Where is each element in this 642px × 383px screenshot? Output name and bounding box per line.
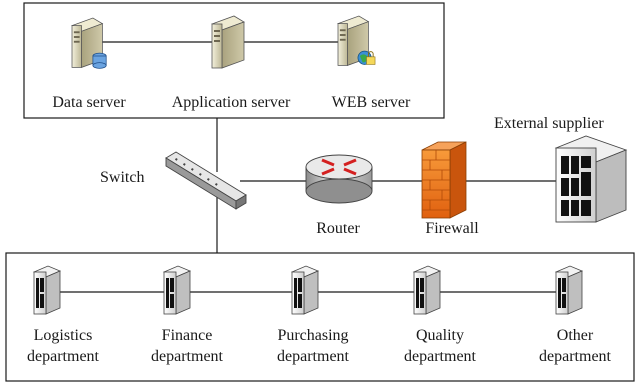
department-pc-icon[interactable] <box>33 265 61 315</box>
department-group-frame <box>5 252 635 382</box>
application-server-label: Application server <box>171 94 291 111</box>
web-server-label: WEB server <box>331 94 411 111</box>
application-server-icon[interactable] <box>211 15 245 69</box>
data-server-label: Data server <box>52 94 126 111</box>
connection-lines <box>60 41 560 293</box>
switch-icon[interactable] <box>165 151 247 210</box>
server-group-frame <box>23 2 445 119</box>
department-pc-icon[interactable] <box>413 265 441 315</box>
router-label: Router <box>316 220 360 237</box>
data-server-icon[interactable] <box>71 17 107 69</box>
external-supplier-server-icon[interactable] <box>554 135 628 223</box>
firewall-label: Firewall <box>425 220 479 237</box>
switch-label: Switch <box>100 169 145 186</box>
web-server-icon[interactable] <box>337 15 376 66</box>
router-icon[interactable] <box>305 154 373 204</box>
external-supplier-label: External supplier <box>494 115 604 132</box>
department-pc-icon[interactable] <box>163 265 191 315</box>
department-pc-icon[interactable] <box>555 265 583 315</box>
firewall-icon[interactable] <box>421 141 467 219</box>
department-pc-icon[interactable] <box>291 265 319 315</box>
